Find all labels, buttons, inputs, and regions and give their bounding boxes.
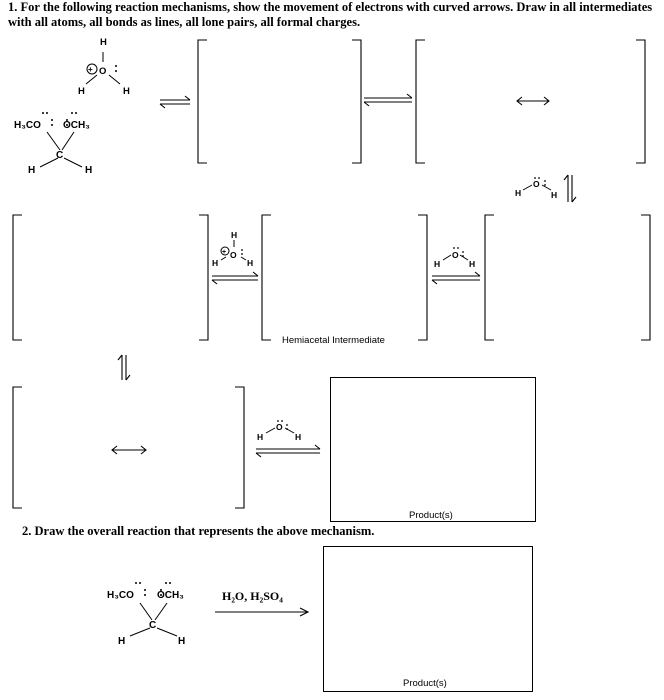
svg-text:H: H <box>247 258 253 268</box>
svg-text:O: O <box>533 179 540 189</box>
svg-text:+: + <box>222 249 226 256</box>
svg-text:H: H <box>100 37 107 48</box>
svg-text:OCH₃: OCH₃ <box>63 120 90 131</box>
hydronium-top <box>85 52 121 85</box>
svg-text:H: H <box>257 432 263 442</box>
bracket-row3 <box>12 386 245 509</box>
svg-text:C: C <box>56 150 63 161</box>
svg-text:H: H <box>28 165 35 176</box>
hydronium-top-text: H O H H + <box>78 37 130 97</box>
svg-text:H₃CO: H₃CO <box>107 590 134 601</box>
svg-text:H₃CO: H₃CO <box>14 120 41 131</box>
svg-text:H: H <box>295 432 301 442</box>
svg-text:O: O <box>452 250 459 260</box>
acetal-row1 <box>39 131 83 168</box>
svg-text:H: H <box>78 86 85 97</box>
equilibrium-arrow-2 <box>363 93 413 107</box>
bracket-row1-b <box>415 39 646 164</box>
svg-text:H: H <box>178 636 185 647</box>
svg-text:O: O <box>230 250 237 260</box>
vertical-equilibrium-arrow-2 <box>117 354 131 381</box>
product-label-2: Product(s) <box>403 678 447 689</box>
equilibrium-arrow-4 <box>431 271 481 285</box>
equilibrium-arrow-3 <box>211 271 259 285</box>
product-label-1: Product(s) <box>409 510 453 521</box>
equilibrium-arrow-1 <box>159 95 191 109</box>
resonance-arrow-1 <box>516 96 550 106</box>
acetal-row1-lone-pairs <box>42 112 77 126</box>
resonance-arrow-2 <box>111 445 147 455</box>
bracket-row1-a <box>197 39 362 164</box>
equilibrium-arrow-5 <box>255 444 321 458</box>
svg-text:H: H <box>212 258 218 268</box>
svg-text:H: H <box>231 230 237 240</box>
product-box-2[interactable] <box>323 546 533 692</box>
svg-text:O: O <box>276 422 283 432</box>
svg-text:H: H <box>515 188 521 198</box>
bracket-row2-b <box>261 214 428 341</box>
bracket-row2-a <box>12 214 209 341</box>
svg-text:H: H <box>434 259 440 269</box>
svg-text:H: H <box>123 86 130 97</box>
product-box-1[interactable] <box>330 377 536 522</box>
vertical-equilibrium-arrow-1 <box>563 174 577 203</box>
reaction-arrow <box>215 607 310 617</box>
hydronium-top-lone-pair <box>115 65 117 72</box>
svg-text:O: O <box>99 66 106 77</box>
svg-text:H: H <box>551 190 557 200</box>
svg-text:H: H <box>118 636 125 647</box>
svg-text:H: H <box>85 165 92 176</box>
svg-text:OCH₃: OCH₃ <box>157 590 184 601</box>
reagents-label: H₂O, H₂SO₄ <box>222 589 283 603</box>
question-2-text: 2. Draw the overall reaction that repres… <box>22 524 375 538</box>
svg-text:+: + <box>88 65 93 74</box>
bracket-row2-c <box>484 214 651 341</box>
svg-text:H: H <box>469 259 475 269</box>
question-1-text: 1. For the following reaction mechanisms… <box>8 0 653 29</box>
svg-text:C: C <box>149 620 156 631</box>
hemiacetal-label: Hemiacetal Intermediate <box>282 335 385 346</box>
